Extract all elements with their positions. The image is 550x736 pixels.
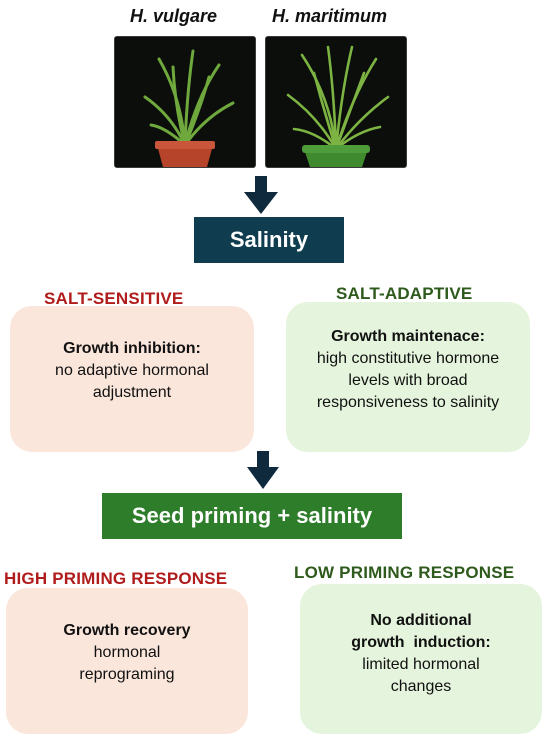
salt-sensitive-card: Growth inhibition: no adaptive hormonal …: [10, 306, 254, 452]
plant-illustration-left: [115, 37, 255, 167]
species-label-left: H. vulgare: [130, 6, 218, 26]
low-priming-title-line-1: No additional: [370, 612, 472, 629]
salt-adaptive-body-line-1: high constitutive hormone: [316, 350, 500, 367]
low-priming-title-line-2: growth induction:: [351, 634, 491, 651]
high-priming-card: Growth recovery hormonal reprograming: [6, 588, 248, 734]
salt-adaptive-card: Growth maintenace: high constitutive hor…: [286, 302, 530, 452]
high-priming-title: Growth recovery: [63, 622, 191, 639]
salinity-header: Salinity: [194, 217, 344, 263]
seed-priming-header-text: Seed priming + salinity: [131, 503, 373, 528]
down-arrow-icon: [247, 451, 279, 489]
high-priming-label: HIGH PRIMING RESPONSE: [4, 569, 228, 588]
plant-illustration-right: [266, 37, 406, 167]
down-arrow-icon: [244, 176, 278, 214]
salt-adaptive-title: Growth maintenace:: [331, 328, 485, 345]
salt-sensitive-body-line-2: adjustment: [92, 384, 172, 401]
low-priming-body-line-2: changes: [390, 678, 452, 695]
salt-adaptive-body-line-2: levels with broad: [348, 372, 468, 389]
high-priming-body-line-1: hormonal: [93, 644, 161, 661]
low-priming-body-line-1: limited hormonal: [362, 656, 480, 673]
salinity-header-text: Salinity: [229, 227, 309, 252]
high-priming-body-line-2: reprograming: [79, 666, 175, 683]
salt-adaptive-body-line-3: responsiveness to salinity: [316, 394, 500, 411]
plant-photo-left: [114, 36, 256, 168]
plant-photo-right: [265, 36, 407, 168]
salt-sensitive-title: Growth inhibition:: [63, 340, 201, 357]
low-priming-label: LOW PRIMING RESPONSE: [294, 563, 515, 582]
species-label-right: H. maritimum: [272, 6, 388, 26]
salt-sensitive-body-line-1: no adaptive hormonal: [55, 362, 209, 379]
seed-priming-header: Seed priming + salinity: [102, 493, 402, 539]
salt-sensitive-label: SALT-SENSITIVE: [44, 289, 184, 308]
salt-adaptive-label: SALT-ADAPTIVE: [336, 284, 473, 303]
low-priming-card: No additional growth induction: limited …: [300, 584, 542, 734]
